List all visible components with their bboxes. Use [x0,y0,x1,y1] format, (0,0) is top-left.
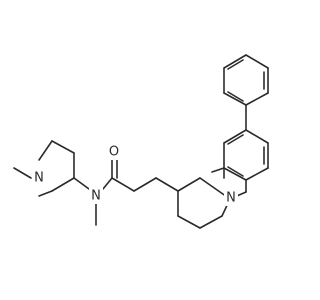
structure-canvas: N N O N [13,54,269,229]
atom-o-carbonyl: O [109,145,119,160]
bond [227,91,244,102]
bond [227,59,244,70]
atom-n-amide: N [91,189,101,204]
bond [245,167,269,181]
bond [211,167,225,173]
bond [111,177,135,192]
bond [51,140,75,154]
bond [223,167,247,181]
bond [223,54,247,69]
molecule-structure: N N O N [13,54,269,229]
bond [223,129,247,144]
atom-labels: N N O N [32,144,238,206]
bond [38,190,53,197]
bond [245,129,269,144]
bond [133,177,157,192]
bond [73,177,90,190]
bond [227,134,244,145]
atom-n-methyl-piperidine: N [34,171,44,186]
bond [38,140,53,161]
bond [223,92,247,106]
bond [245,92,269,106]
bond [102,177,113,190]
bond [245,54,269,69]
bond [227,166,244,177]
bond [51,177,75,192]
bond [13,167,32,179]
bond [177,215,201,229]
atom-n-benzyl-piperidine: N [226,191,236,206]
bond [199,215,223,229]
bond [155,177,179,192]
bond [177,177,201,192]
